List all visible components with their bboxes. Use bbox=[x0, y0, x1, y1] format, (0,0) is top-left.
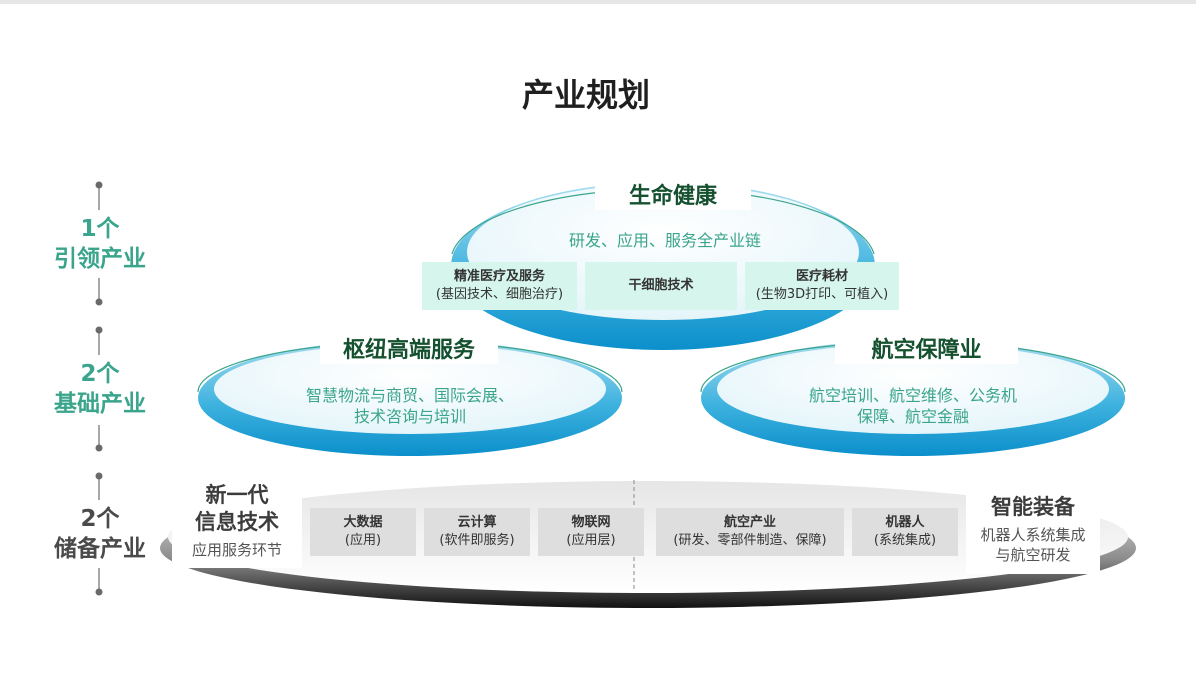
side-label-name: 储备产业 bbox=[54, 536, 146, 562]
box-sub: (应用) bbox=[344, 533, 382, 548]
leading-box-precision-medicine: 精准医疗及服务 (基因技术、细胞治疗) bbox=[422, 262, 577, 310]
box-sub: (生物3D打印、可植入) bbox=[755, 287, 889, 302]
side-label-reserve: 2个 储备产业 bbox=[40, 504, 160, 564]
reserve-left-label: 新一代 信息技术 应用服务环节 bbox=[172, 482, 302, 568]
reserve-box-cloud-computing: 云计算 (软件即服务) bbox=[424, 508, 530, 556]
side-label-name: 引领产业 bbox=[54, 246, 146, 272]
basic-ellipse-right bbox=[700, 340, 1126, 456]
box-sub: (软件即服务) bbox=[439, 533, 515, 548]
box-name: 物联网 bbox=[571, 515, 611, 530]
box-sub: (系统集成) bbox=[873, 533, 937, 548]
reserve-right-label: 智能装备 机器人系统集成 与航空研发 bbox=[966, 494, 1100, 574]
box-sub: (应用层) bbox=[566, 533, 616, 548]
page-title: 产业规划 bbox=[521, 76, 650, 114]
basic-ellipse-left bbox=[197, 340, 623, 456]
reserve-box-aviation-industry: 航空产业 (研发、零部件制造、保障) bbox=[656, 508, 844, 556]
basic-right-desc: 航空培训、航空维修、公务机 保障、航空金融 bbox=[763, 385, 1063, 427]
reserve-left-desc: 应用服务环节 bbox=[191, 541, 282, 559]
basic-left-title: 枢纽高端服务 bbox=[320, 332, 498, 364]
side-label-count: 2个 bbox=[80, 361, 120, 387]
box-name: 航空产业 bbox=[723, 515, 776, 530]
side-label-name: 基础产业 bbox=[54, 391, 146, 417]
desc-line: 航空培训、航空维修、公务机 bbox=[808, 386, 1017, 405]
leading-box-medical-consumables: 医疗耗材 (生物3D打印、可植入) bbox=[745, 262, 899, 310]
desc-line: 智慧物流与商贸、国际会展、 bbox=[305, 386, 514, 405]
basic-right-title: 航空保障业 bbox=[835, 332, 1018, 364]
top-border bbox=[0, 0, 1196, 4]
reserve-left-title-line: 新一代 bbox=[205, 483, 269, 507]
desc-line: 保障、航空金融 bbox=[856, 407, 969, 426]
box-sub: (基因技术、细胞治疗) bbox=[435, 287, 564, 302]
box-name: 机器人 bbox=[885, 515, 925, 530]
side-label-count: 1个 bbox=[80, 216, 120, 242]
side-label-leading: 1个 引领产业 bbox=[40, 214, 160, 274]
desc-line: 技术咨询与培训 bbox=[353, 407, 466, 426]
reserve-box-iot: 物联网 (应用层) bbox=[538, 508, 644, 556]
box-name: 医疗耗材 bbox=[795, 269, 848, 284]
reserve-right-desc-line: 与航空研发 bbox=[995, 546, 1071, 564]
box-name: 大数据 bbox=[343, 515, 383, 530]
side-label-count: 2个 bbox=[80, 506, 120, 532]
basic-left-desc: 智慧物流与商贸、国际会展、 技术咨询与培训 bbox=[260, 385, 560, 427]
reserve-box-big-data: 大数据 (应用) bbox=[310, 508, 416, 556]
leading-desc: 研发、应用、服务全产业链 bbox=[568, 231, 761, 250]
reserve-right-title: 智能装备 bbox=[991, 495, 1075, 519]
box-sub: (研发、零部件制造、保障) bbox=[673, 533, 827, 548]
timeline-dots bbox=[95, 181, 103, 596]
reserve-right-desc-line: 机器人系统集成 bbox=[980, 526, 1086, 544]
box-name: 精准医疗及服务 bbox=[453, 269, 545, 284]
side-label-basic: 2个 基础产业 bbox=[40, 359, 160, 419]
reserve-box-robot: 机器人 (系统集成) bbox=[852, 508, 958, 556]
box-name: 云计算 bbox=[457, 515, 497, 530]
leading-title: 生命健康 bbox=[595, 178, 751, 210]
box-name: 干细胞技术 bbox=[628, 278, 694, 293]
leading-box-stem-cell: 干细胞技术 bbox=[585, 262, 737, 310]
reserve-left-title-line: 信息技术 bbox=[195, 510, 279, 534]
